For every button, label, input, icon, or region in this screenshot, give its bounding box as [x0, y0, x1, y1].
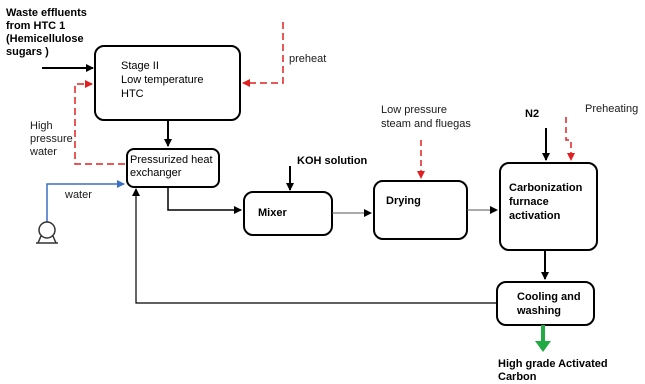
- recycle-water-arrow: [132, 188, 497, 304]
- stage2-text: Stage II Low temperature HTC: [121, 60, 204, 100]
- pump-icon: [36, 221, 58, 244]
- preheating-line: [565, 117, 575, 161]
- water-line: [46, 180, 125, 224]
- drying-text: Drying: [386, 195, 421, 207]
- n2-label: N2: [525, 108, 540, 120]
- koh-solution-label: KOH solution: [297, 155, 368, 167]
- waste-effluents-label: Waste effluents from HTC 1 (Hemicellulos…: [6, 7, 87, 58]
- heat-exchanger-text: Pressurized heat exchanger: [130, 154, 213, 179]
- product-arrowhead: [535, 341, 551, 352]
- carbonization-text: Carbonization furnace activation: [509, 182, 583, 222]
- high-pressure-water-line: [74, 80, 125, 165]
- mixer-text: Mixer: [258, 207, 287, 219]
- cooling-text: Cooling and washing: [517, 291, 581, 317]
- heat-exchanger-box: [126, 148, 220, 188]
- drying-box: [373, 180, 468, 240]
- carbonization-box: [499, 162, 598, 251]
- high-pressure-water-label: High pressure water: [30, 120, 73, 158]
- preheating-label: Preheating: [585, 103, 639, 115]
- exchanger-to-mixer-arrow: [167, 187, 242, 214]
- water-label: water: [65, 189, 92, 201]
- low-pressure-steam-label: Low pressure steam and fluegas: [381, 104, 471, 130]
- preheat-line: [242, 22, 284, 87]
- activated-carbon-label: High grade Activated Carbon: [498, 358, 608, 383]
- preheat-label: preheat: [289, 53, 327, 65]
